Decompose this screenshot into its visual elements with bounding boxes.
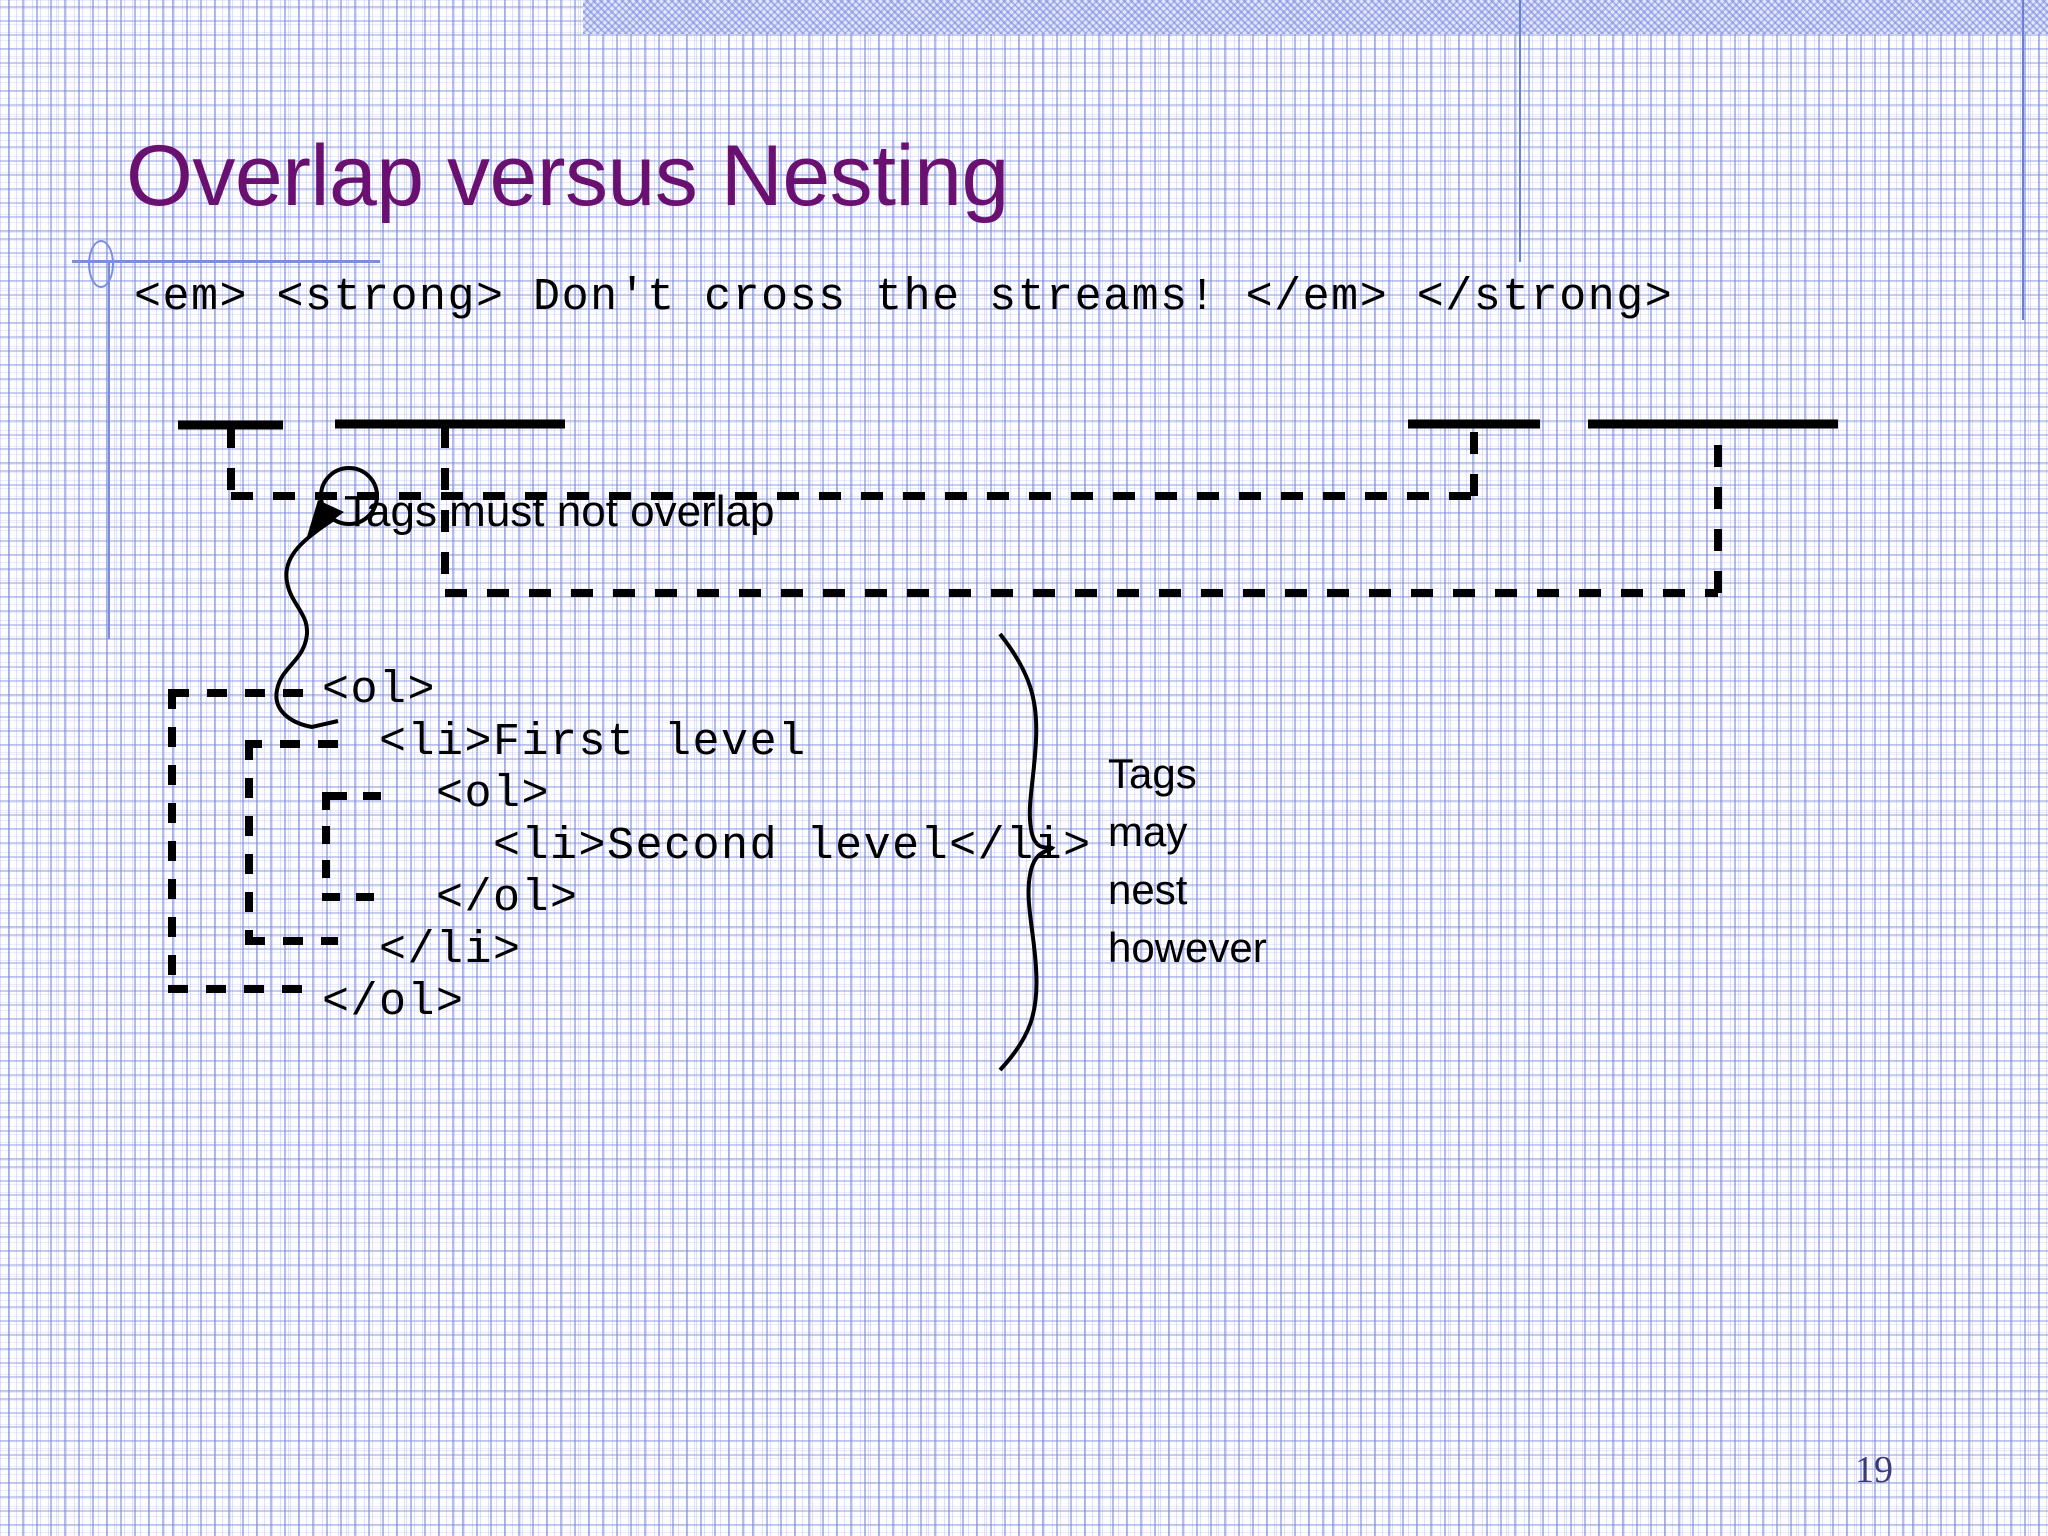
page-title: Overlap versus Nesting <box>126 128 1009 224</box>
right-vertical-rule <box>2022 0 2024 320</box>
tag-underline-bars <box>178 419 1838 430</box>
nesting-code-block: <ol> <li>First level <ol> <li>Second lev… <box>322 665 1092 1028</box>
overlap-code-line: <em> <strong> Don't cross the streams! <… <box>134 272 1674 323</box>
em-span-connector <box>227 426 1478 500</box>
inner-vertical-rule <box>1519 0 1521 262</box>
callout-arrowhead <box>306 500 344 540</box>
left-vertical-rule <box>108 261 110 639</box>
nesting-note: Tags may nest however <box>1108 750 1267 971</box>
page-number: 19 <box>1855 1449 1893 1491</box>
outer-ol-bracket <box>168 689 303 993</box>
header-hatch-band <box>583 0 2048 34</box>
overlap-caption: Tags must not overlap <box>344 487 775 536</box>
title-underline-rule <box>72 260 380 263</box>
title-ellipse-ornament <box>88 240 114 288</box>
